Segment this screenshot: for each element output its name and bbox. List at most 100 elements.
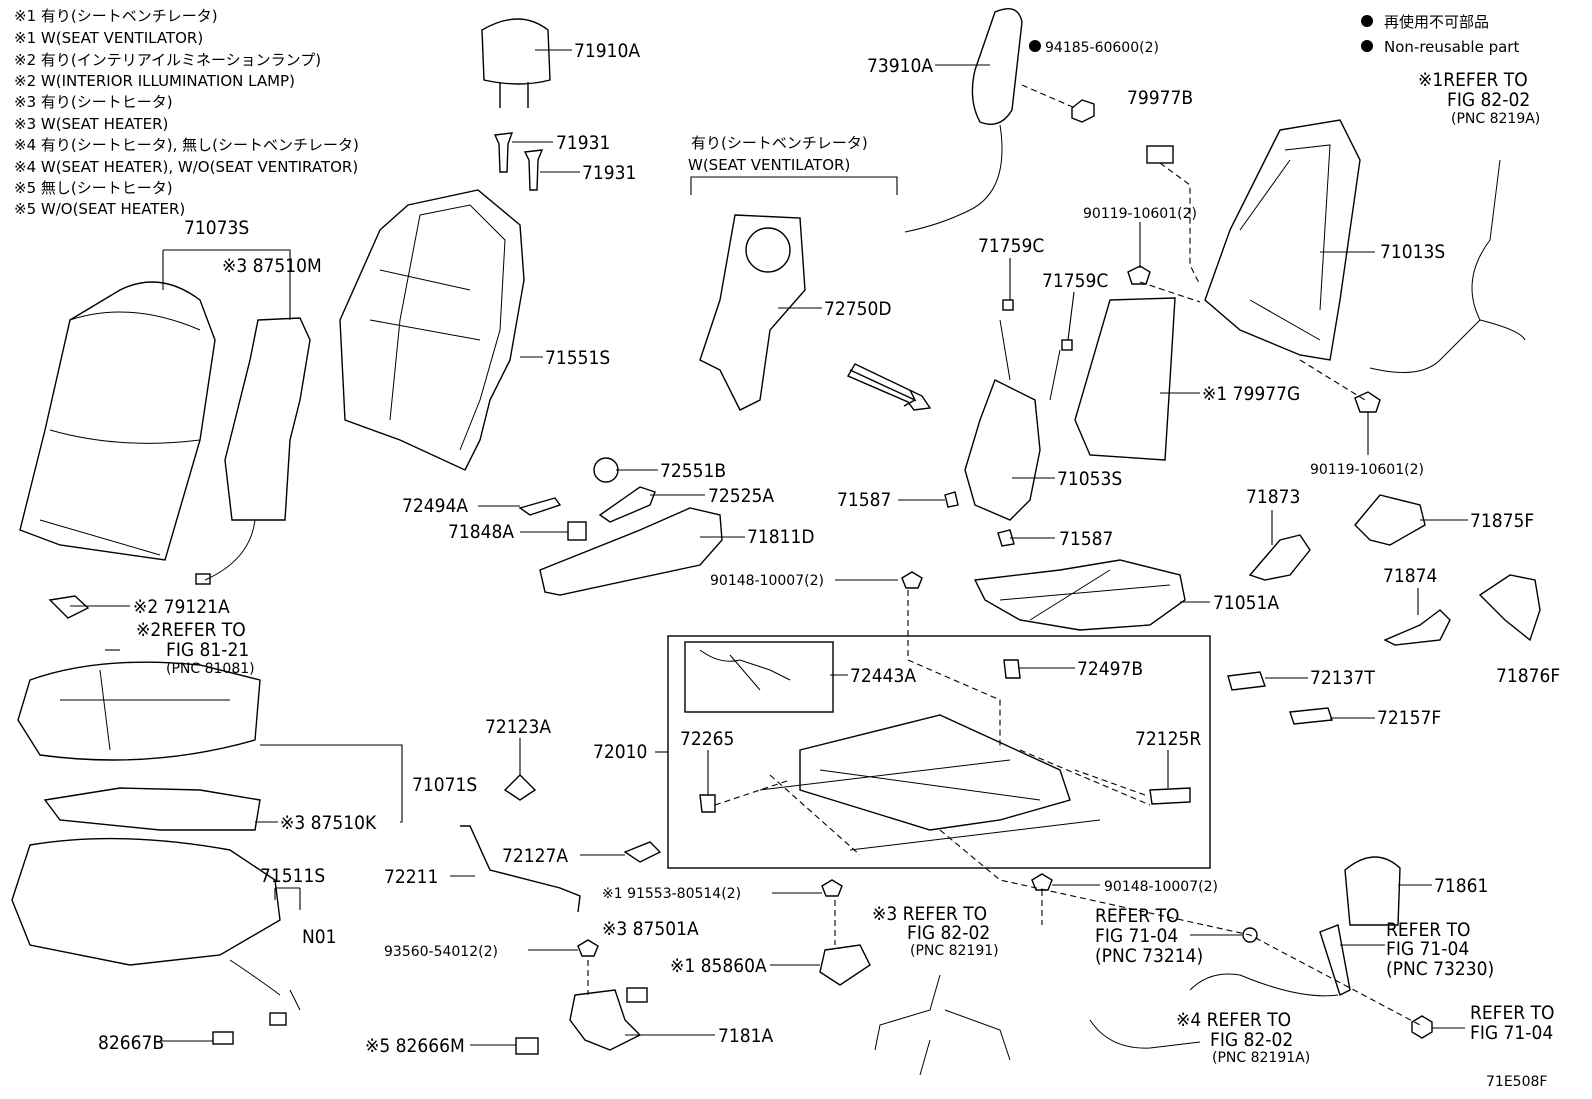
harness-82191 (874, 974, 1011, 1076)
nut-73214 (1242, 927, 1258, 943)
legend-note-10: ※5 W/O(SEAT HEATER) (14, 200, 185, 218)
headrest-guide-71931 (493, 132, 544, 191)
ref-7104-line1: REFER TO (1470, 1002, 1555, 1024)
label-71759C-a: 71759C (978, 235, 1044, 257)
label-71874: 71874 (1383, 565, 1437, 587)
seat-frame-71051A (973, 559, 1186, 631)
connector-82667B (212, 1031, 234, 1045)
seatback-lower-frame-71053S (964, 299, 1073, 521)
label-N01: N01 (302, 926, 337, 948)
headrest-71910A (481, 18, 551, 108)
label-91553: ※1 91553-80514(2) (602, 886, 741, 902)
figure-id: 71E508F (1486, 1074, 1547, 1090)
ref-73230-line3: (PNC 73230) (1386, 958, 1494, 980)
label-71861: 71861 (1434, 875, 1488, 897)
legend-note-7: ※4 有り(シートヒータ), 無し(シートベンチレータ) (14, 136, 359, 154)
recliner-cover-parts (518, 457, 723, 596)
part-labels: 71910A 71931 71931 73910A 94185-60600(2)… (98, 40, 1560, 1090)
cover-71861 (1344, 856, 1401, 926)
legend-note-8: ※4 W(SEAT HEATER), W/O(SEAT VENTIRATOR) (14, 158, 358, 176)
legend-note-3: ※2 有り(インテリアイルミネーションランプ) (14, 51, 321, 69)
nonreusable-jp: 再使用不可部品 (1384, 13, 1489, 31)
ref-82191-line3: (PNC 82191) (910, 943, 999, 959)
cushion-heater-87510K (43, 787, 261, 831)
bracket-note-en: W(SEAT VENTILATOR) (688, 156, 850, 174)
label-90119-b: 90119-10601(2) (1310, 462, 1424, 478)
legend-note-2: ※1 W(SEAT VENTILATOR) (14, 29, 203, 47)
ref-8219A-line3: (PNC 8219A) (1451, 111, 1540, 127)
legend-note-6: ※3 W(SEAT HEATER) (14, 115, 168, 133)
label-71051A: 71051A (1213, 592, 1279, 614)
label-72494A: 72494A (402, 495, 468, 517)
ref-82191A-line1: ※4 REFER TO (1176, 1009, 1291, 1031)
bracket-7181A (569, 989, 642, 1051)
seatback-pad-71551S (339, 189, 525, 471)
legend-note-5: ※3 有り(シートヒータ) (14, 93, 173, 111)
seatback-cover-71073S (19, 281, 216, 561)
cushion-pad-71511S (11, 837, 301, 1026)
seatback-frame-71013S (1204, 119, 1361, 361)
nonreusable-dot-icon (1361, 15, 1373, 27)
label-82666M: ※5 82666M (365, 1035, 465, 1057)
legend-notes: ※1 有り(シートベンチレータ) ※1 W(SEAT VENTILATOR) ※… (14, 7, 359, 218)
ref-7104-line2: FIG 71-04 (1470, 1022, 1553, 1044)
ref-82191-line1: ※3 REFER TO (872, 903, 987, 925)
wire-harness-8219A (1369, 159, 1526, 373)
label-79977B (1146, 145, 1174, 164)
label-93560: 93560-54012(2) (384, 944, 498, 960)
ref-73230-line1: REFER TO (1386, 919, 1471, 941)
side-airbag-73910A (904, 8, 1023, 233)
ref-81-21-line2: FIG 81-21 (166, 639, 249, 661)
ref-73214-line2: FIG 71-04 (1095, 925, 1178, 947)
label-82667B: 82667B (98, 1032, 164, 1054)
nut-refer-7104 (1411, 1015, 1433, 1039)
label-72265: 72265 (680, 728, 734, 750)
label-71873: 71873 (1246, 486, 1300, 508)
seat-track-72010 (759, 714, 1101, 851)
label-71587-a: 71587 (837, 489, 891, 511)
rod-72211 (460, 825, 581, 913)
label-72127A: 72127A (502, 845, 568, 867)
label-79977B: 79977B (1127, 87, 1193, 109)
label-72551B: 72551B (660, 460, 726, 482)
label-71587-b: 71587 (1059, 528, 1113, 550)
direction-arrow-icon (846, 363, 932, 411)
nonreusable-dot-icon (1029, 40, 1041, 52)
ref-82191A-line3: (PNC 82191A) (1212, 1050, 1310, 1066)
leader-lines (70, 46, 1468, 1046)
ref-81-21-line3: (PNC 81081) (166, 661, 255, 677)
cushion-cover-71071S (17, 661, 261, 761)
sub-box-72443A (684, 641, 834, 713)
pad-79977G (1074, 297, 1176, 461)
assembly-lines (587, 84, 1421, 1026)
label-71759C-b: 71759C (1042, 270, 1108, 292)
bolt-90119 (1127, 265, 1381, 413)
label-71931-b: 71931 (582, 162, 636, 184)
label-72010: 72010 (593, 741, 647, 763)
label-90119-a: 90119-10601(2) (1083, 206, 1197, 222)
ventilator-72750D (699, 214, 806, 411)
module-87501A (626, 987, 648, 1003)
legend-note-9: ※5 無し(シートヒータ) (14, 179, 173, 197)
label-87510K: ※3 87510K (280, 812, 377, 834)
label-71910A: 71910A (574, 40, 640, 62)
bracket-note-jp: 有り(シートベンチレータ) (691, 134, 868, 152)
harness-72443A (699, 649, 791, 691)
label-73910A: 73910A (867, 55, 933, 77)
label-72497B: 72497B (1077, 658, 1143, 680)
side-cover-parts (1248, 494, 1541, 646)
label-71931-a: 71931 (556, 132, 610, 154)
label-72525A: 72525A (708, 485, 774, 507)
label-71811D: 71811D (747, 526, 815, 548)
label-71071S: 71071S (412, 774, 477, 796)
nonreusable-legend: 再使用不可部品 Non-reusable part (1361, 13, 1519, 56)
label-71848A: 71848A (448, 521, 514, 543)
clip-71587 (944, 491, 1015, 547)
connector-82666M (515, 1037, 539, 1055)
label-7181A: 7181A (718, 1025, 773, 1047)
label-72443A: 72443A (850, 665, 916, 687)
nonreusable-en: Non-reusable part (1384, 38, 1519, 56)
label-72750D: 72750D (824, 298, 892, 320)
ref-82191-line2: FIG 82-02 (907, 922, 990, 944)
